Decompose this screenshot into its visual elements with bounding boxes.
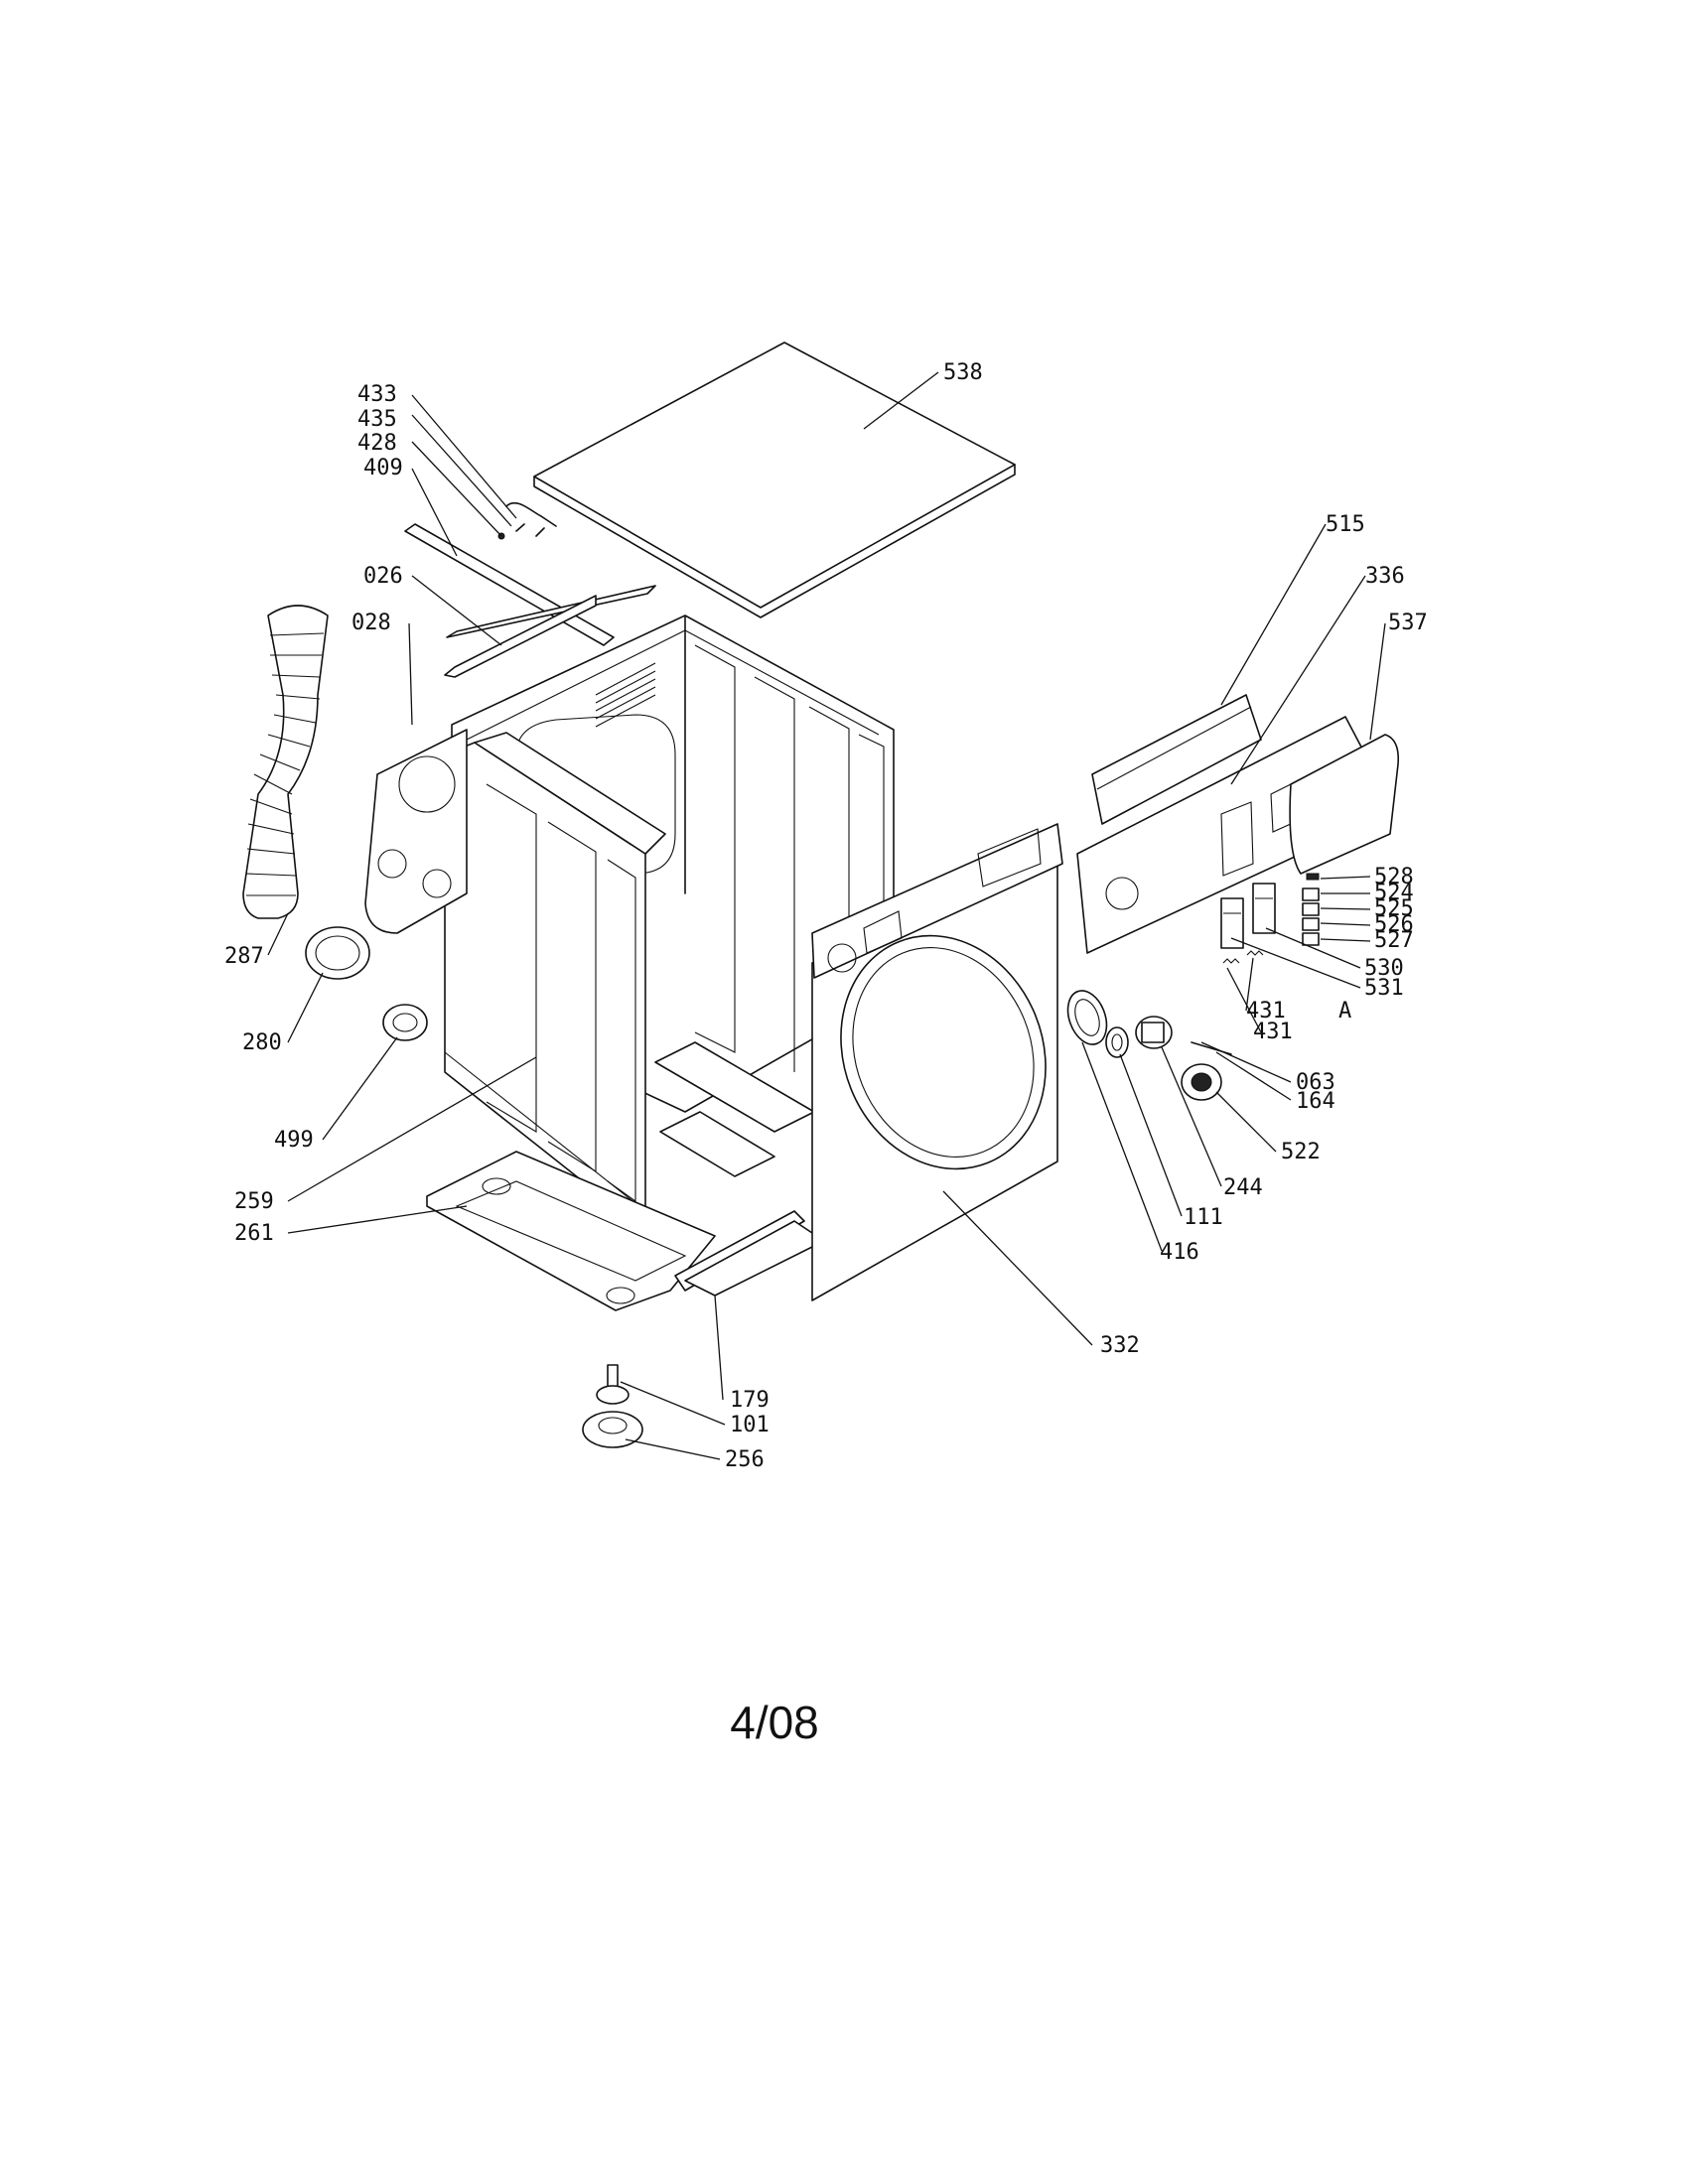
label-515: 515: [1326, 512, 1365, 537]
label-431: 431: [1253, 1020, 1293, 1044]
rear-exhaust-panel: [364, 729, 468, 934]
label-a: A: [1338, 999, 1351, 1024]
label-409: 409: [363, 456, 403, 480]
label-526: 526: [1374, 912, 1414, 937]
label-416: 416: [1160, 1240, 1199, 1265]
label-111: 111: [1184, 1205, 1223, 1230]
part-labels: 538 433 435 428 409 026 028 515 336 537 …: [224, 360, 1428, 1472]
label-531: 531: [1364, 976, 1404, 1001]
label-524: 524: [1374, 881, 1414, 905]
label-499: 499: [274, 1128, 314, 1153]
label-537: 537: [1388, 611, 1428, 635]
door-ring: [1066, 990, 1108, 1045]
label-101: 101: [730, 1413, 770, 1437]
label-435: 435: [357, 407, 397, 432]
leveling-foot: [582, 1364, 643, 1448]
flex-duct: [242, 605, 329, 919]
label-431-a: 431: [1246, 999, 1286, 1024]
label-428: 428: [357, 431, 397, 456]
label-538: 538: [943, 360, 983, 385]
seal-ring: [1105, 1026, 1129, 1058]
vent-cap: [382, 1004, 428, 1041]
base-plate: [426, 1151, 825, 1311]
label-256: 256: [725, 1447, 765, 1472]
label-164: 164: [1296, 1089, 1335, 1114]
label-530: 530: [1364, 956, 1404, 981]
label-527: 527: [1374, 928, 1414, 953]
label-028: 028: [351, 611, 391, 635]
label-433: 433: [357, 382, 397, 407]
control-panel-insert: [1091, 694, 1262, 825]
label-063: 063: [1296, 1070, 1335, 1095]
rear-strip: [444, 595, 597, 678]
knob-shaft: [1135, 1016, 1173, 1049]
label-522: 522: [1281, 1140, 1321, 1164]
side-panel: [444, 732, 666, 1232]
button-set: [1302, 873, 1320, 946]
label-261: 261: [234, 1221, 274, 1246]
label-259: 259: [234, 1189, 274, 1214]
label-280: 280: [242, 1030, 282, 1055]
label-336: 336: [1365, 564, 1405, 589]
label-179: 179: [730, 1388, 770, 1413]
switch-block: [1220, 883, 1276, 949]
date-code: 4/08: [730, 1697, 819, 1748]
label-525: 525: [1374, 896, 1414, 921]
label-332: 332: [1100, 1333, 1140, 1358]
rear-bracket: [404, 523, 656, 646]
leader-lines: [267, 371, 1386, 1460]
label-026: 026: [363, 564, 403, 589]
top-panel: [533, 341, 1016, 618]
console-frame: [811, 823, 1063, 979]
control-knob: [1181, 1063, 1222, 1101]
label-528: 528: [1374, 865, 1414, 889]
spring-clips: [1222, 950, 1264, 964]
label-244: 244: [1223, 1175, 1263, 1200]
label-287: 287: [224, 944, 264, 969]
duct-clamp: [305, 926, 370, 980]
control-panel-cover: [1289, 734, 1400, 875]
